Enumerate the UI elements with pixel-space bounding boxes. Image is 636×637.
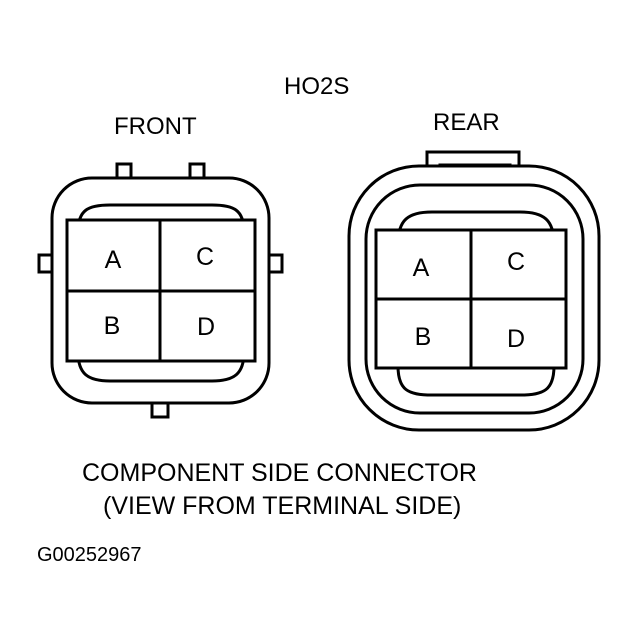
rear-connector-label: REAR <box>433 109 500 136</box>
front-terminal-c-label: C <box>196 243 214 271</box>
rear-terminal-d-label: D <box>507 325 525 353</box>
caption-line-1: COMPONENT SIDE CONNECTOR <box>82 459 477 487</box>
figure-id: G00252967 <box>37 544 142 566</box>
front-connector-label: FRONT <box>114 113 197 140</box>
front-terminal-d-label: D <box>197 313 215 341</box>
rear-terminal-b-label: B <box>415 323 432 351</box>
front-terminal-b-label: B <box>104 312 121 340</box>
caption-line-2: (VIEW FROM TERMINAL SIDE) <box>103 492 462 520</box>
rear-terminal-a-label: A <box>413 254 430 282</box>
diagram-title: HO2S <box>284 73 350 100</box>
front-connector <box>37 162 284 419</box>
rear-connector <box>347 150 601 432</box>
front-terminal-a-label: A <box>105 246 122 274</box>
rear-terminal-c-label: C <box>507 248 525 276</box>
